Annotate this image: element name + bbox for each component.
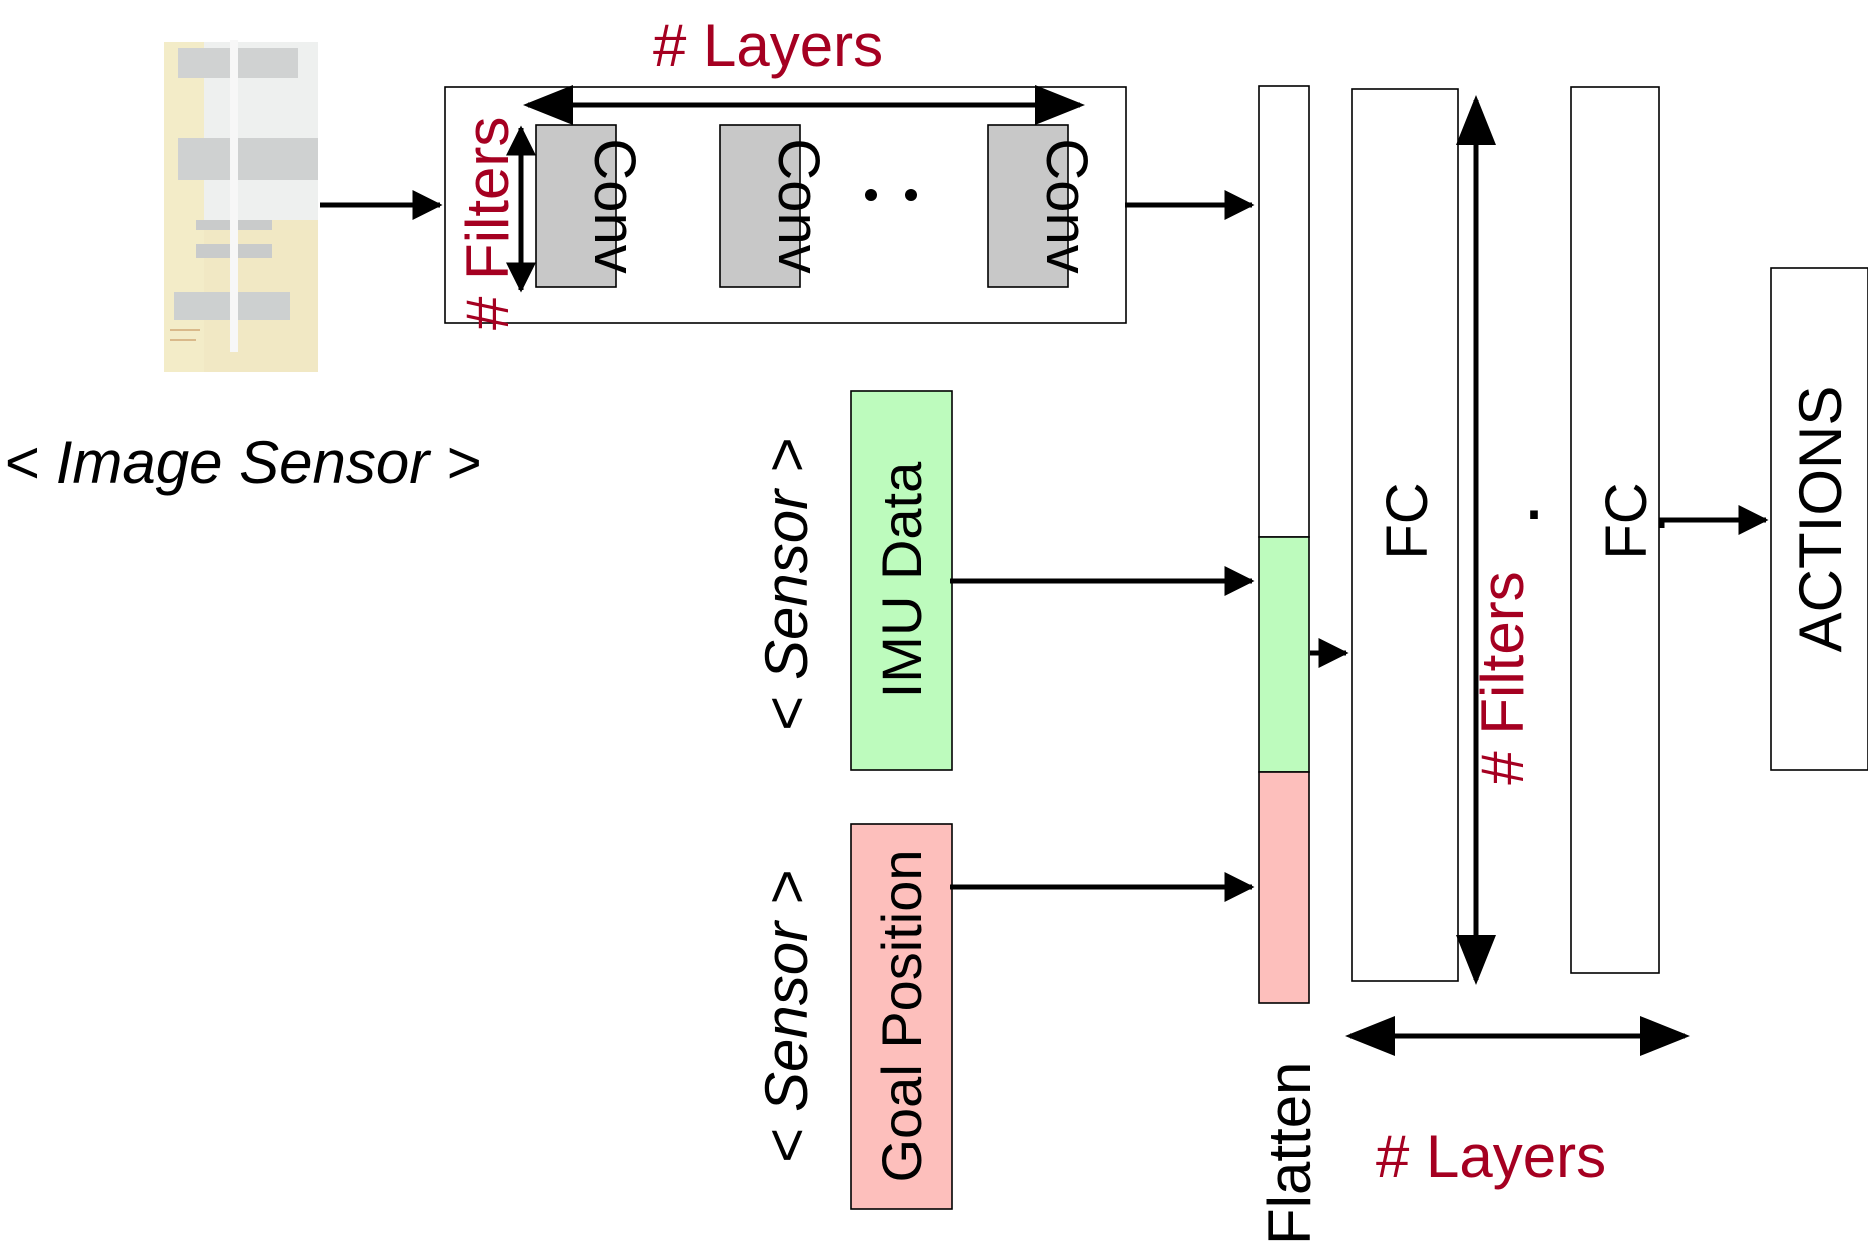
imu-data-block: IMU Data [850, 390, 953, 771]
fc-filters-label: # Filters [1469, 571, 1536, 784]
fc-to-actions-arrow [1659, 505, 1769, 535]
fc-label-1: FC [1375, 482, 1440, 559]
conv-label-2: Conv [766, 138, 831, 273]
fc-block-1: FC [1351, 88, 1459, 982]
conv-block-3: Conv [987, 124, 1099, 288]
fc-label-2: FC [1594, 482, 1659, 559]
fc-dot: . [1523, 447, 1545, 536]
conv-block-1: Conv [535, 124, 647, 288]
flatten-label: Flatten [1256, 1062, 1323, 1245]
conv-filters-label: # Filters [454, 117, 521, 330]
conv-layers-label: # Layers [653, 12, 883, 79]
flatten-column [1258, 85, 1310, 1004]
image-sensor-label: < Image Sensor > [4, 429, 481, 496]
goal-sensor-tag: < Sensor > [753, 870, 820, 1164]
imu-sensor-tag: < Sensor > [753, 438, 820, 732]
goal-position-block: Goal Position [850, 823, 953, 1210]
goal-position-label: Goal Position [870, 849, 933, 1182]
actions-block: ACTIONS [1770, 267, 1868, 771]
conv-ellipsis [865, 189, 917, 201]
imu-data-label: IMU Data [870, 461, 933, 698]
actions-label: ACTIONS [1787, 386, 1854, 653]
image-sensor-thumbnail [164, 40, 318, 372]
conv-label-3: Conv [1034, 138, 1099, 273]
conv-block-2: Conv [719, 124, 831, 288]
fc-layers-label: # Layers [1376, 1123, 1606, 1190]
conv-label-1: Conv [582, 138, 647, 273]
fc-block-2: FC [1570, 86, 1660, 974]
